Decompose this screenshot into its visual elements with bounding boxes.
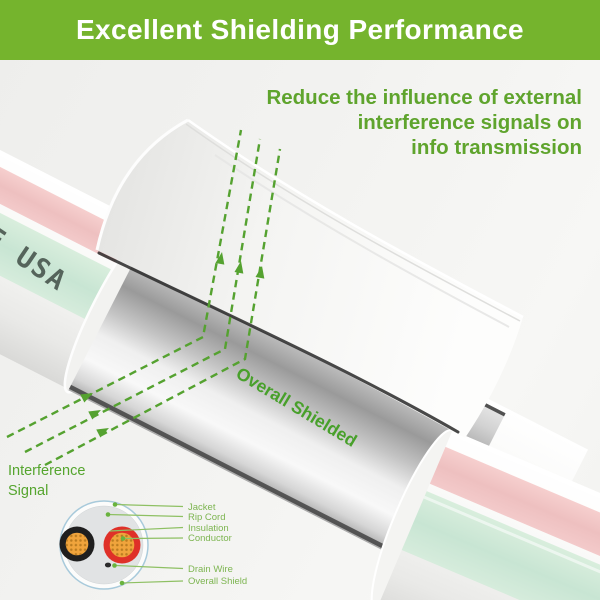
cable-jacket-right — [375, 430, 600, 600]
wire1-strands — [65, 532, 89, 556]
callout-line-conductor — [122, 537, 184, 540]
green-stripe-right — [401, 491, 600, 600]
callout-line-jacket — [114, 503, 184, 508]
pink-stripe-left — [0, 127, 131, 263]
jacket-highlight — [0, 113, 139, 226]
interference-arrow-path-2 — [24, 138, 262, 454]
jacket-highlight-right — [450, 430, 600, 600]
shield-bottom-edge — [69, 384, 428, 571]
callout-dots — [105, 502, 126, 586]
arrowhead — [255, 266, 265, 279]
label-insulation: Insulation — [188, 522, 229, 534]
cross-section-diagram — [59, 500, 184, 590]
label-jacket: Jacket — [188, 501, 216, 513]
interference-signal-label: Interference Signal — [8, 462, 85, 501]
arrowhead — [88, 410, 101, 420]
arrowhead — [80, 393, 93, 403]
label-drain-wire: Drain Wire — [188, 563, 233, 575]
callout-line-rip-cord — [107, 513, 184, 518]
label-conductor: Conductor — [188, 533, 232, 544]
subtitle: Reduce the influence of external interfe… — [266, 85, 582, 160]
callout-lines — [107, 503, 184, 584]
callout-dot — [112, 502, 118, 507]
callout-dot — [105, 512, 111, 517]
callout-dot — [112, 563, 117, 568]
interference-label-line-2: Signal — [8, 482, 49, 499]
peeled-jacket-flap — [97, 120, 523, 438]
interference-arrowheads — [80, 252, 265, 438]
arrowhead — [215, 252, 225, 265]
subtitle-line-3: info transmission — [411, 136, 582, 159]
flap-crease — [214, 154, 510, 328]
callout-line-insulation — [109, 526, 184, 532]
label-rip-cord: Rip Cord — [188, 511, 226, 523]
subtitle-line-1: Reduce the influence of external — [266, 86, 582, 109]
interference-label-line-1: Interference — [8, 463, 86, 479]
arrowhead — [234, 261, 244, 274]
drain-wire — [104, 562, 112, 568]
shield-flap-shadow-line — [97, 251, 460, 434]
interference-arrow-path-3 — [44, 148, 282, 467]
banner: Excellent Shielding Performance — [0, 0, 600, 60]
stripe-sheen — [423, 495, 600, 600]
green-stripe-left — [0, 163, 112, 320]
callout-line-drain-wire — [115, 564, 184, 570]
arrowhead — [96, 428, 109, 438]
foil-shield — [68, 231, 506, 572]
callout-dot — [120, 536, 126, 541]
banner-title: Excellent Shielding Performance — [75, 14, 525, 45]
pink-stripe-right — [429, 446, 600, 600]
flap-top-rim — [187, 118, 524, 319]
callout-line-overall-shield — [121, 580, 184, 584]
flap-top-rim-shade — [185, 123, 521, 322]
wire2-strands — [109, 532, 135, 558]
subtitle-line-2: interference signals on — [357, 111, 582, 134]
interference-arrows — [6, 129, 282, 467]
label-overall-shield: Overall Shield — [188, 576, 248, 587]
callout-dot — [119, 580, 125, 586]
flap-curl-edge — [95, 118, 189, 251]
